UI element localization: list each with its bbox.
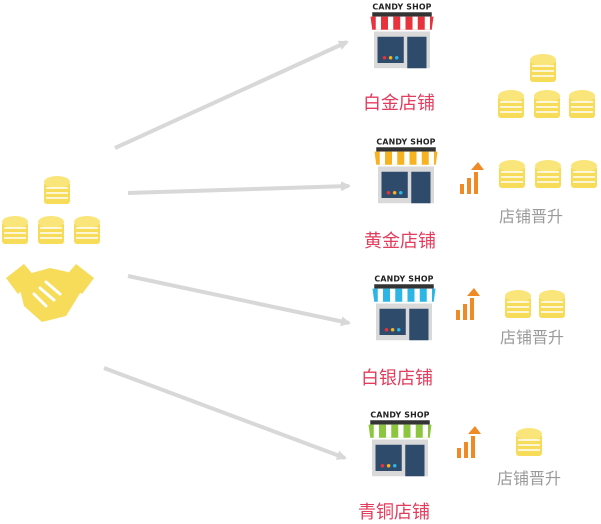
shop-sign: CANDY SHOP xyxy=(374,275,433,284)
handshake-icon xyxy=(6,264,94,322)
shop-sign: CANDY SHOP xyxy=(376,138,435,147)
candy-shop-icon: CANDY SHOP xyxy=(368,411,432,477)
shop-sign: CANDY SHOP xyxy=(370,411,429,420)
coin-stack-icon xyxy=(43,175,71,205)
store-label-silver: 白银店铺 xyxy=(361,368,433,389)
store-label-gold: 黄金店铺 xyxy=(364,231,436,252)
candy-shop-icon: CANDY SHOP xyxy=(374,138,438,204)
growth-arrow-icon xyxy=(456,288,480,320)
store-label-bronze: 青铜店铺 xyxy=(358,502,430,523)
candy-shop-icon: CANDY SHOP xyxy=(372,275,436,341)
coin-stack-icon xyxy=(534,159,562,189)
coin-stack-icon xyxy=(73,215,101,245)
candy-shop-icon: CANDY SHOP xyxy=(370,3,434,69)
coin-stack-icon xyxy=(515,427,543,457)
coin-stack-icon xyxy=(570,159,598,189)
coin-stack-icon xyxy=(37,215,65,245)
rewards-column xyxy=(456,53,598,458)
arrow-to-bronze xyxy=(103,366,347,460)
coin-stack-icon xyxy=(529,53,557,83)
coin-stack-icon xyxy=(504,289,532,319)
arrow-to-platinum xyxy=(114,40,349,150)
coin-stack-icon xyxy=(538,289,566,319)
upgrade-label-bronze: 店铺晋升 xyxy=(497,469,562,488)
coin-stack-icon xyxy=(498,159,526,189)
coin-stack-icon xyxy=(1,215,29,245)
growth-arrow-icon xyxy=(460,162,484,194)
upgrade-label-silver: 店铺晋升 xyxy=(500,328,565,347)
store-label-platinum: 白金店铺 xyxy=(363,93,435,114)
arrow-to-gold xyxy=(127,181,351,195)
coin-stack-icon xyxy=(568,89,596,119)
arrow-to-silver xyxy=(127,274,351,327)
upgrade-label-gold: 店铺晋升 xyxy=(499,207,564,226)
investment-group xyxy=(1,175,101,322)
growth-arrow-icon xyxy=(457,426,481,458)
shop-sign: CANDY SHOP xyxy=(372,3,431,12)
coin-stack-icon xyxy=(533,89,561,119)
coin-stack-icon xyxy=(497,89,525,119)
